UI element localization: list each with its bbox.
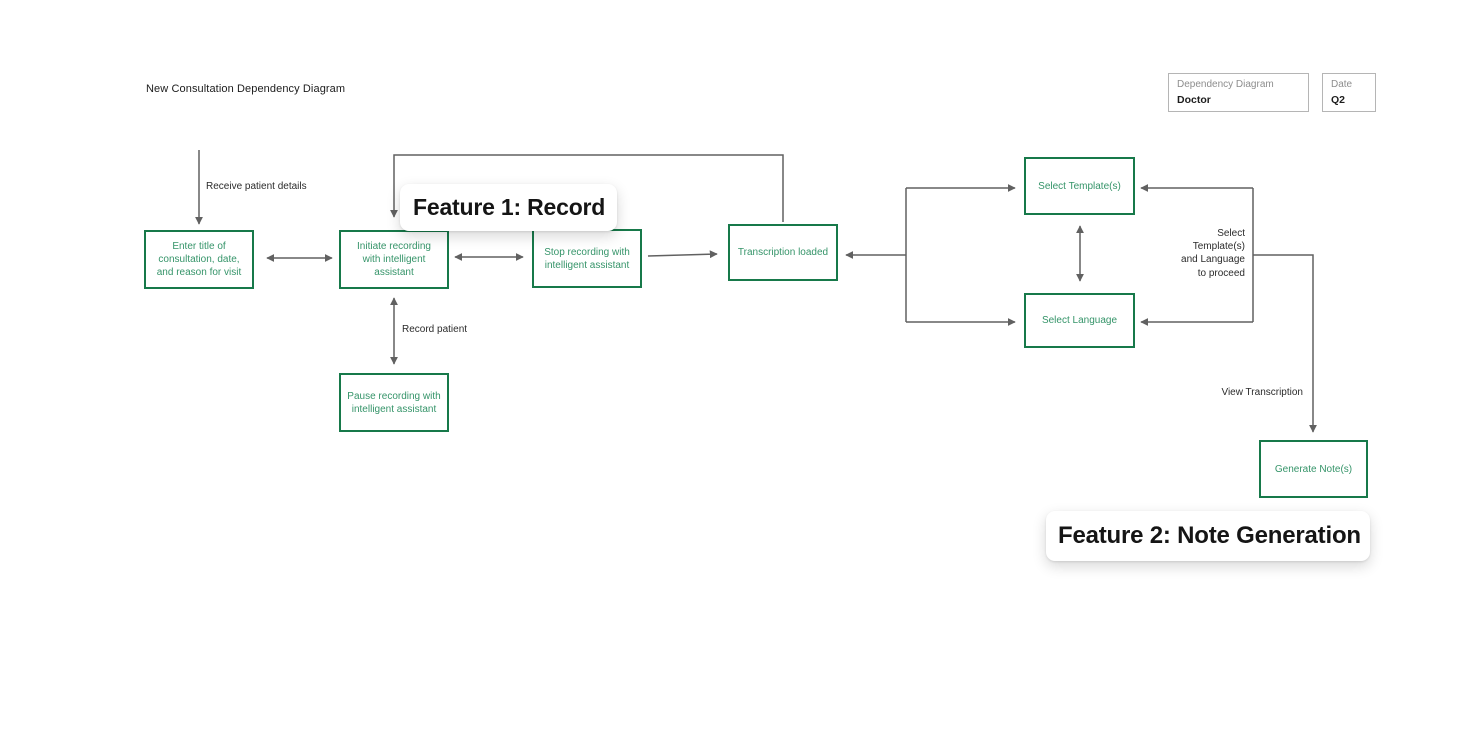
edge-label-receive-patient-details: Receive patient details [206, 181, 307, 192]
node-select-templates[interactable]: Select Template(s) [1024, 157, 1135, 215]
node-label: Enter title of consultation, date, and r… [156, 241, 242, 278]
info-box-dependency-diagram[interactable]: Dependency Diagram Doctor [1168, 73, 1309, 112]
node-label: Select Template(s) [1038, 180, 1121, 192]
info-box-date[interactable]: Date Q2 [1322, 73, 1376, 112]
feature-card-label: Feature 2: Note Generation [1058, 522, 1361, 549]
node-initiate-recording[interactable]: Initiate recording with intelligent assi… [339, 230, 449, 289]
edge-transcription-initiate-loop [390, 154, 784, 222]
feature-card-note-generation[interactable]: Feature 2: Note Generation [1046, 511, 1370, 561]
edge-to-generate-notes [1253, 254, 1317, 433]
info-box-label: Date [1331, 79, 1353, 90]
info-box-label: Dependency Diagram [1177, 79, 1274, 90]
node-label: Transcription loaded [737, 247, 829, 258]
edge-label-view-transcription: View Transcription [1221, 387, 1303, 398]
node-select-language[interactable]: Select Language [1024, 293, 1135, 348]
node-label: Stop recording with intelligent assistan… [544, 246, 630, 271]
edge-stop-transcription [647, 250, 718, 259]
node-enter-title[interactable]: Enter title of consultation, date, and r… [144, 230, 254, 289]
node-stop-recording[interactable]: Stop recording with intelligent assistan… [532, 229, 642, 288]
node-label: Generate Note(s) [1274, 463, 1353, 475]
node-label: Pause recording with intelligent assista… [347, 390, 441, 415]
feature-card-label: Feature 1: Record [413, 194, 606, 220]
info-box-value: Q2 [1331, 93, 1346, 106]
feature-card-record[interactable]: Feature 1: Record [400, 184, 617, 231]
node-label: Select Language [1041, 315, 1118, 326]
edge-label-select-to-proceed: Select Template(s) and Language to proce… [1181, 228, 1245, 279]
info-box-value: Doctor [1177, 93, 1211, 106]
edge-label-record-patient: Record patient [402, 324, 468, 335]
node-generate-notes[interactable]: Generate Note(s) [1259, 440, 1368, 498]
node-label: Initiate recording with intelligent assi… [357, 241, 431, 278]
node-transcription-loaded[interactable]: Transcription loaded [728, 224, 838, 281]
diagram-title: New Consultation Dependency Diagram [146, 83, 346, 95]
node-pause-recording[interactable]: Pause recording with intelligent assista… [339, 373, 449, 432]
